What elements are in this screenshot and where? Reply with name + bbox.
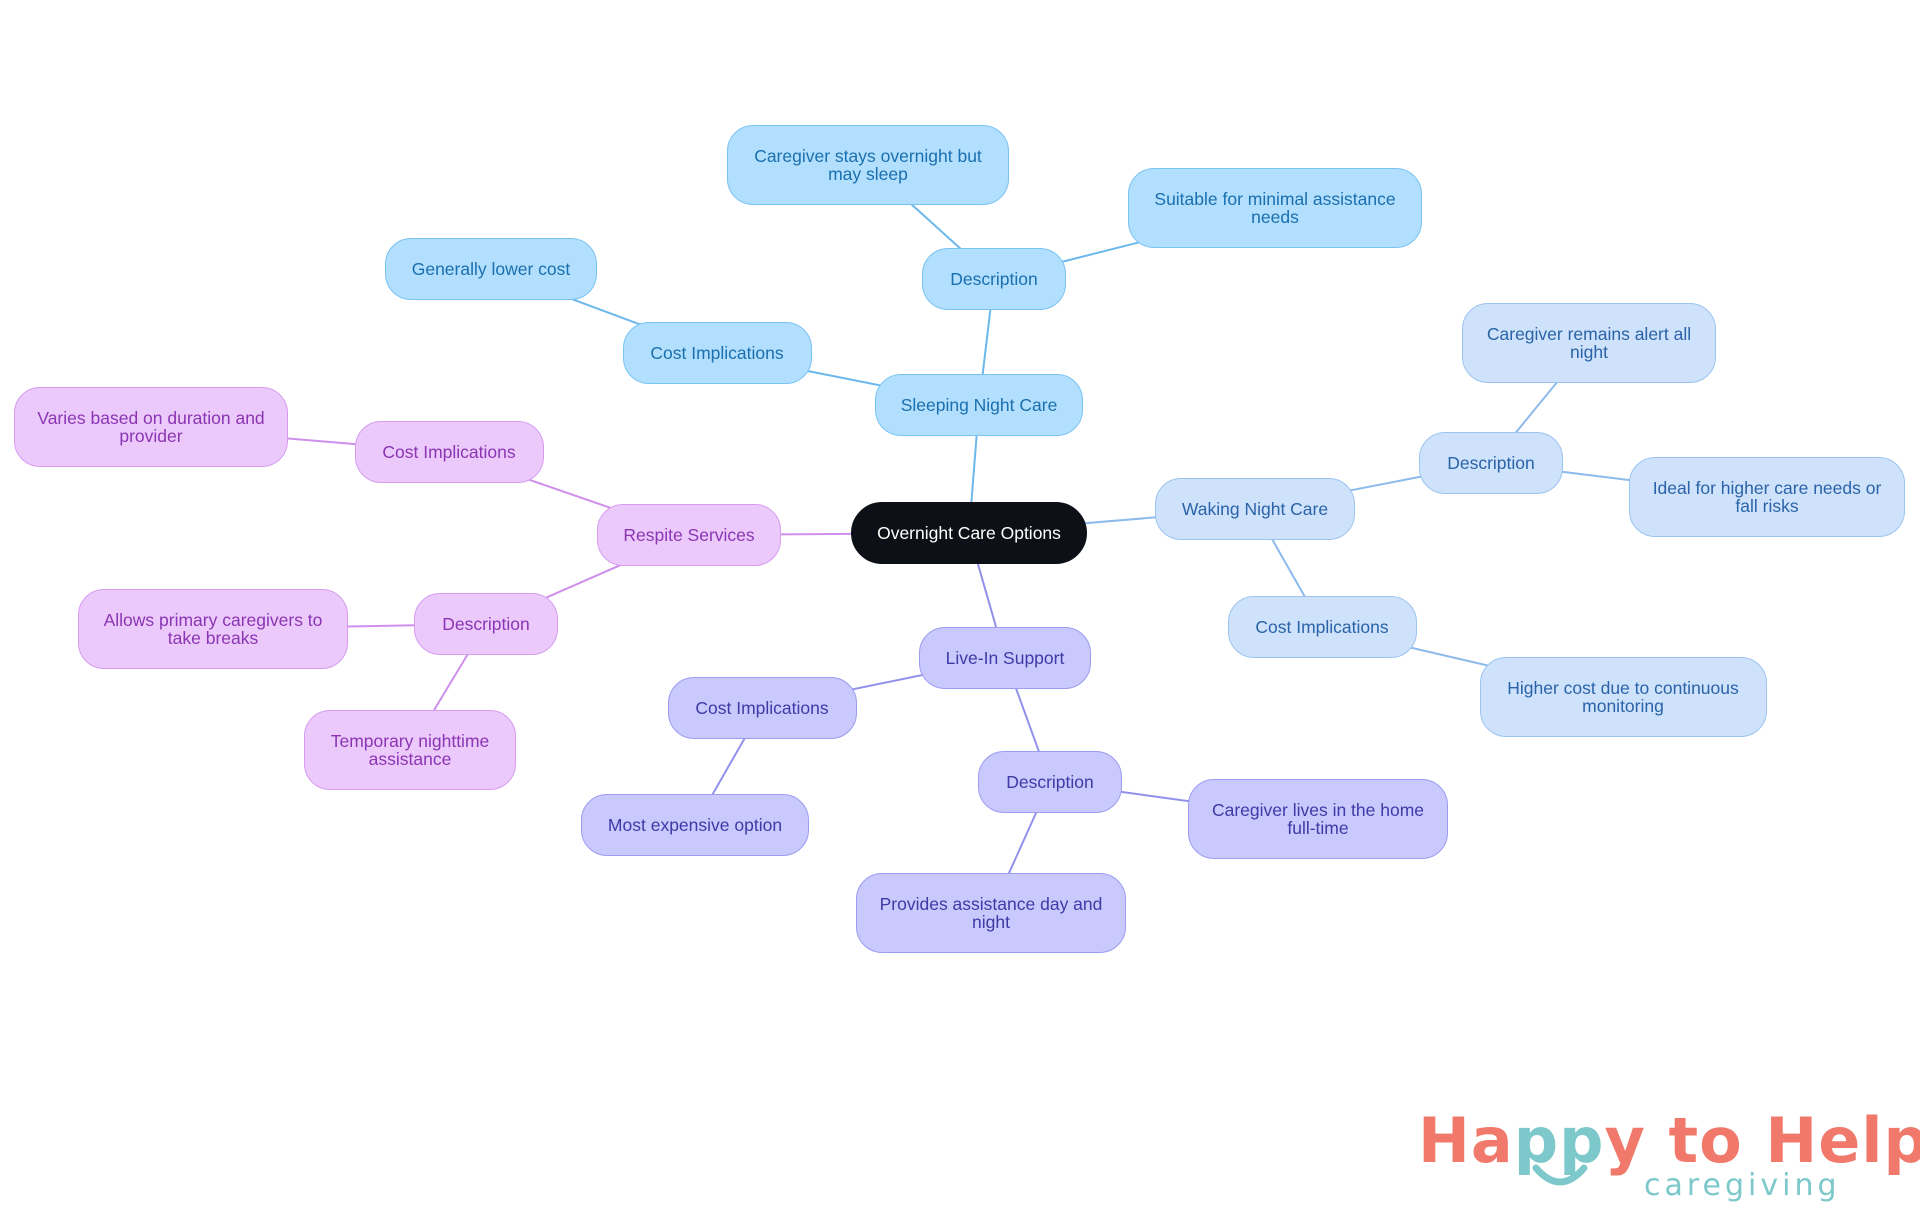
node-rs-d2: Temporary nighttime assistance <box>304 710 516 790</box>
node-snc-d2: Suitable for minimal assistance needs <box>1128 168 1422 248</box>
node-wnc-c1: Higher cost due to continuous monitoring <box>1479 657 1767 737</box>
node-label: Caregiver remains alert all night <box>1486 323 1692 362</box>
smile-icon <box>1532 1164 1588 1186</box>
logo-word-part: pp <box>1513 1104 1605 1177</box>
node-label: Ideal for higher care needs or fall risk… <box>1652 477 1882 516</box>
node-label: Cost Implications <box>695 697 829 718</box>
happy-to-help-logo: Happy to Help caregiving <box>1418 1104 1920 1204</box>
node-snc-c1: Generally lower cost <box>385 238 597 300</box>
node-wnc-d1: Caregiver remains alert all night <box>1462 303 1716 383</box>
node-label: Description <box>1006 771 1094 792</box>
node-lis-desc: Description <box>978 751 1122 813</box>
node-wnc-d2: Ideal for higher care needs or fall risk… <box>1629 457 1905 537</box>
node-snc-cost: Cost Implications <box>622 322 812 384</box>
node-root: Overnight Care Options <box>851 502 1087 564</box>
node-label: Caregiver lives in the home full-time <box>1211 799 1425 838</box>
node-label: Suitable for minimal assistance needs <box>1154 188 1396 227</box>
logo-subtitle: caregiving <box>1644 1168 1841 1203</box>
node-lis: Live-In Support <box>919 627 1091 689</box>
node-label: Provides assistance day and night <box>879 893 1103 932</box>
node-rs-d1: Allows primary caregivers to take breaks <box>78 589 348 669</box>
node-wnc-desc: Description <box>1419 432 1563 494</box>
node-label: Temporary nighttime assistance <box>330 730 490 769</box>
node-label: Higher cost due to continuous monitoring <box>1507 677 1739 716</box>
node-label: Cost Implications <box>382 441 516 462</box>
node-snc: Sleeping Night Care <box>875 374 1083 436</box>
node-label: Allows primary caregivers to take breaks <box>103 609 323 648</box>
logo-wordmark: Happy to Help <box>1418 1104 1920 1177</box>
node-label: Sleeping Night Care <box>900 394 1058 415</box>
node-label: Live-In Support <box>945 647 1065 668</box>
node-label: Waking Night Care <box>1181 498 1329 519</box>
node-wnc: Waking Night Care <box>1155 478 1355 540</box>
node-snc-desc: Description <box>922 248 1066 310</box>
node-lis-d2: Provides assistance day and night <box>856 873 1126 953</box>
node-rs-cost: Cost Implications <box>354 421 544 483</box>
node-label: Description <box>950 268 1038 289</box>
node-label: Description <box>1447 452 1535 473</box>
node-rs-c1: Varies based on duration and provider <box>14 387 288 467</box>
node-label: Respite Services <box>623 524 755 545</box>
node-label: Overnight Care Options <box>877 522 1061 543</box>
node-label: Cost Implications <box>1255 616 1389 637</box>
node-lis-d1: Caregiver lives in the home full-time <box>1188 779 1448 859</box>
node-wnc-cost: Cost Implications <box>1227 596 1417 658</box>
node-label: Most expensive option <box>607 814 783 835</box>
node-label: Description <box>442 613 530 634</box>
node-label: Caregiver stays overnight but may sleep <box>754 145 982 184</box>
logo-word-part: Ha <box>1418 1104 1514 1177</box>
node-label: Cost Implications <box>650 342 784 363</box>
node-rs: Respite Services <box>597 504 781 566</box>
node-rs-desc: Description <box>414 593 558 655</box>
node-snc-d1: Caregiver stays overnight but may sleep <box>727 125 1009 205</box>
logo-word-part: y to Help <box>1604 1104 1920 1177</box>
node-lis-cost: Cost Implications <box>667 677 857 739</box>
node-label: Generally lower cost <box>411 258 571 279</box>
node-lis-c1: Most expensive option <box>581 794 809 856</box>
node-label: Varies based on duration and provider <box>37 407 265 446</box>
